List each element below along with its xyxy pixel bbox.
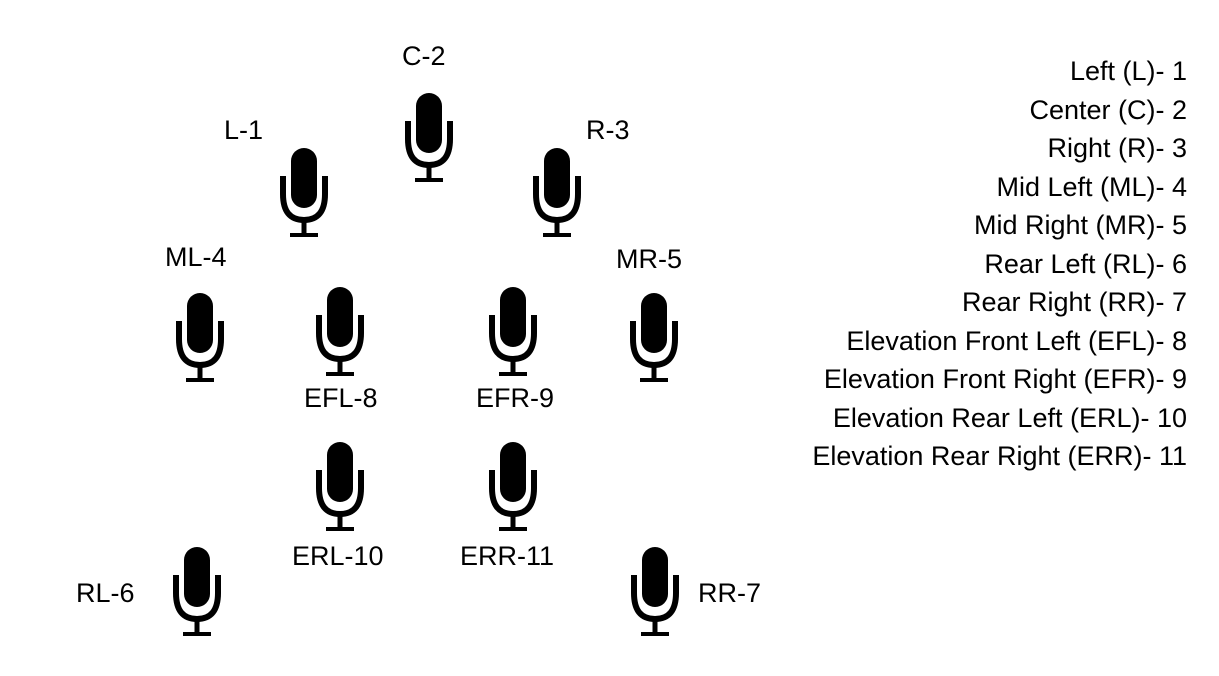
mic-R-icon [532,146,582,246]
mic-ERR-label: ERR-11 [460,541,555,571]
mic-L-label: L-1 [224,115,264,145]
legend-item: Elevation Front Right (EFR)- 9 [823,364,1187,394]
legend-item: Left (L)- 1 [1069,56,1187,86]
mic-EFL-label: EFL-8 [304,383,378,413]
mic-C-label: C-2 [402,41,446,71]
legend-item: Elevation Rear Right (ERR)- 11 [812,441,1187,471]
mic-ERR-icon [488,440,538,540]
mic-ML-icon [175,291,225,391]
mic-RR-icon [630,545,680,645]
mic-L-icon [279,146,329,246]
mic-ERL-label: ERL-10 [292,541,384,571]
mic-R-label: R-3 [586,115,630,145]
legend-item: Elevation Front Left (EFL)- 8 [846,325,1187,356]
mic-EFL-icon [315,285,365,385]
mic-C-icon [404,91,454,191]
legend-item: Mid Right (MR)- 5 [973,210,1187,240]
legend-item: Rear Left (RL)- 6 [984,248,1187,279]
mic-ML-label: ML-4 [165,242,227,272]
legend-item: Right (R)- 3 [1047,133,1187,163]
mic-EFR-icon [488,285,538,385]
microphone-layout-diagram: L-1 C-2 R-3 ML-4 MR-5 RL-6 RR-7 EFL-8 EF… [76,41,762,645]
mic-MR-label: MR-5 [616,244,682,274]
legend-item: Rear Right (RR)- 7 [961,287,1187,317]
mic-RR-label: RR-7 [698,578,762,608]
legend-item: Mid Left (ML)- 4 [996,171,1187,202]
mic-EFR-label: EFR-9 [476,383,555,413]
mic-MR-icon [629,291,679,391]
legend-item: Center (C)- 2 [1029,94,1187,125]
legend-item: Elevation Rear Left (ERL)- 10 [832,402,1187,433]
mic-ERL-icon [315,440,365,540]
mic-RL-icon [172,545,222,645]
legend: Left (L)- 1 Center (C)- 2 Right (R)- 3 M… [812,52,1187,476]
mic-RL-label: RL-6 [76,578,135,608]
